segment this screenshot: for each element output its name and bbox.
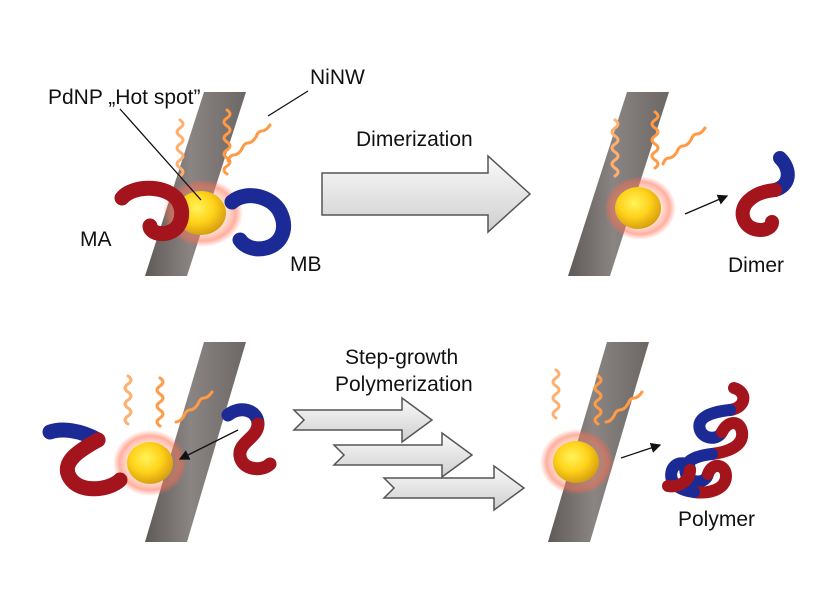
pd-nanoparticle [127,442,173,484]
dimerization-arrow-group: Dimerization [321,128,532,234]
panel-polymer: Polymer [540,342,755,542]
label-dimer: Dimer [728,254,784,277]
panel-dimer: Dimer [568,92,795,277]
pd-nanoparticle [553,441,599,483]
bound-dimer [42,422,128,497]
label-polymer: Polymer [678,508,755,531]
polymerization-arrows: Step-growth Polymerization [292,346,526,512]
panel-monomers: PdNP „Hot spot” NiNW MA MB [48,66,365,276]
hotspot-pointer [119,108,202,201]
polymer-chain [662,382,750,499]
nanowire [145,342,246,542]
label-ninw: NiNW [310,66,365,89]
polymerization-arrow-1 [292,396,434,444]
heat-waves [175,108,272,178]
polymerization-arrow-2 [332,431,474,479]
label-dimerization: Dimerization [356,128,473,151]
release-arrow [620,442,662,459]
panel-monomers-bottom [42,342,277,542]
label-step-growth: Step-growth [345,346,458,369]
label-hotspot: PdNP „Hot spot” [48,86,201,109]
monomer-b [224,188,291,257]
label-polymerization: Polymerization [335,373,473,396]
ninw-pointer [267,90,309,117]
label-ma: MA [80,228,112,251]
heat-waves [610,110,707,178]
pd-nanoparticle [176,191,226,235]
dimer-arrow [178,429,239,460]
label-mb: MB [290,253,322,276]
free-dimer [221,403,277,476]
heat-waves [551,368,644,426]
polymerization-arrow-3 [382,464,526,512]
release-arrow [684,194,729,215]
dimer-molecule [735,151,795,237]
monomer-a [114,180,190,242]
pd-nanoparticle [615,187,661,229]
heat-waves [123,374,214,428]
dimerization-arrow [321,154,532,234]
